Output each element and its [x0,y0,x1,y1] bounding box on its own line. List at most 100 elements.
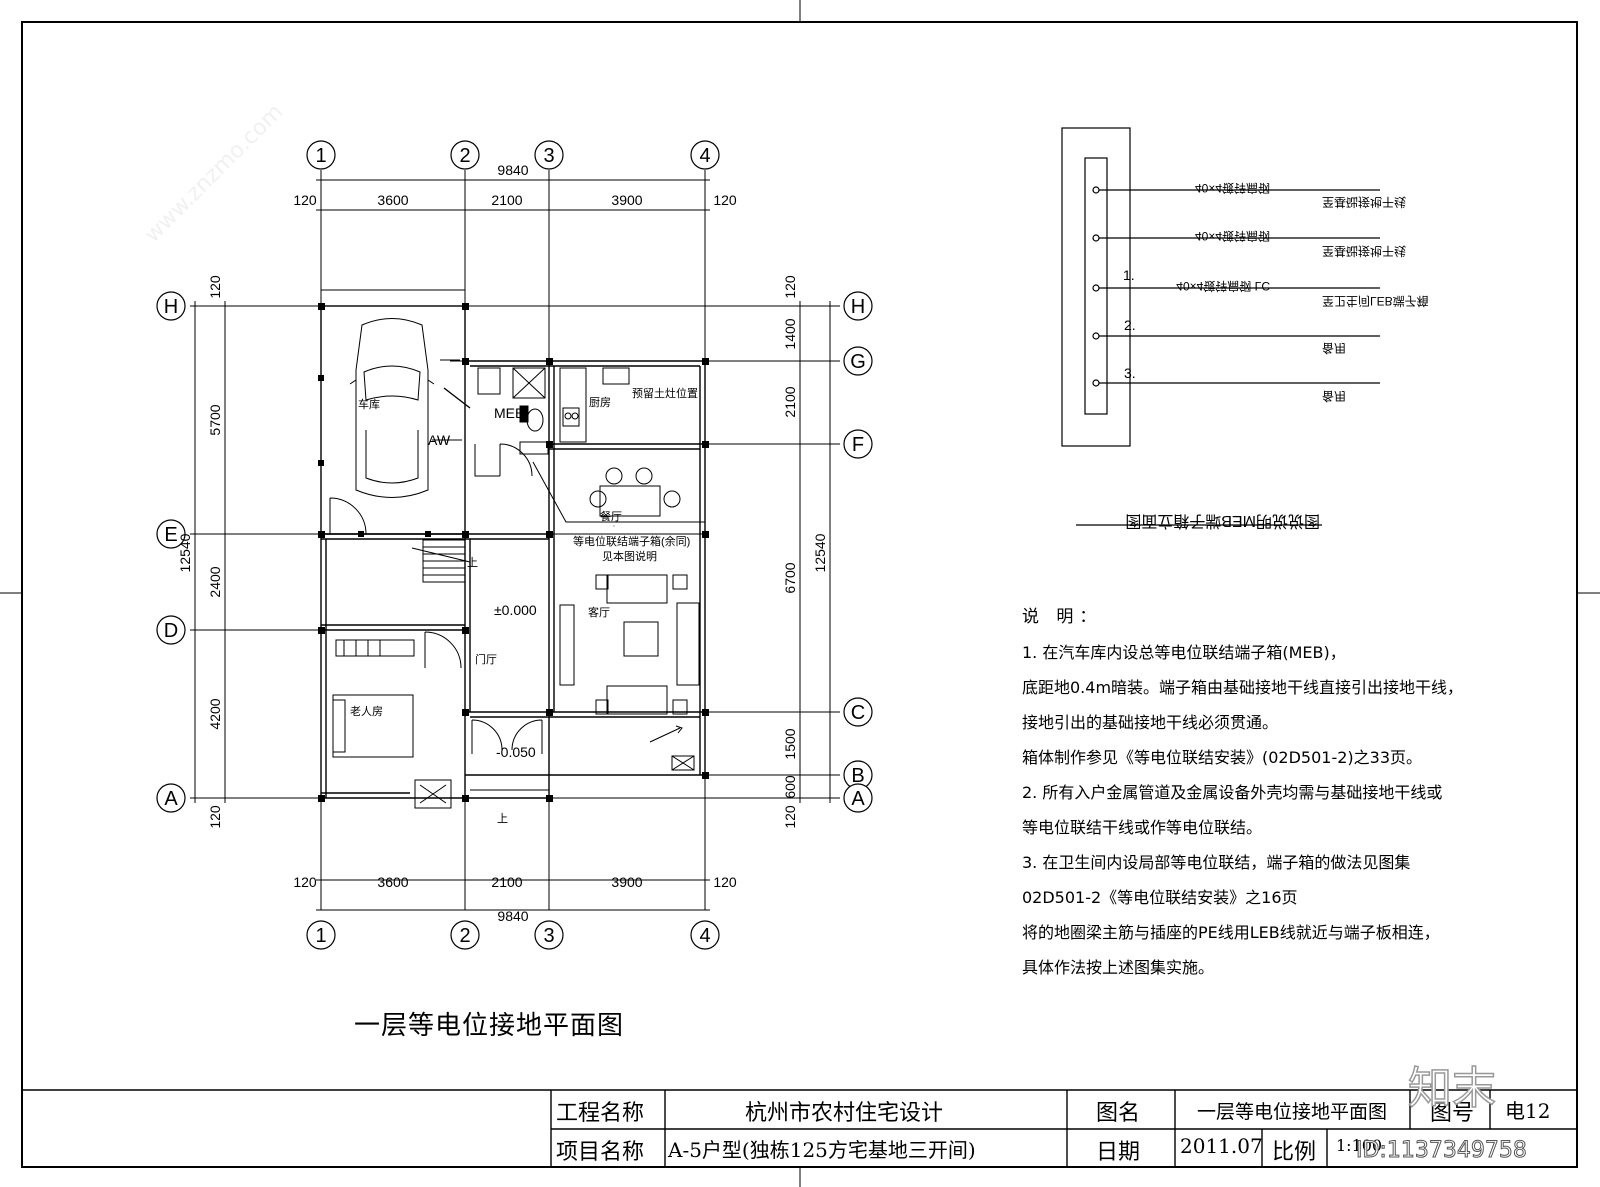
notes-line: 1. 在汽车库内设总等电位联结端子箱(MEB)， [1022,643,1346,662]
room-elder: 老人房 [350,705,383,718]
meb-dest-label-5: 备用 [1322,389,1346,403]
notes-line: 3. 在卫生间内设局部等电位联结，端子箱的做法见图集 [1022,853,1411,872]
title-block [22,1089,1577,1167]
grid-left-e: E [164,524,177,546]
grid-left-d: D [164,620,178,642]
tb-scale-value: 1:100 [1336,1136,1383,1155]
grid-right-h: H [851,296,865,318]
dim-bottom-4: 120 [713,874,737,890]
grid-top-2: 2 [459,145,470,167]
notes-line: 箱体制作参见《等电位联结安装》(02D501-2)之33页。 [1022,748,1423,767]
notes-line: 具体作法按上述图集实施。 [1022,958,1215,977]
car-symbol [349,318,435,498]
dim-left-2: 2400 [207,566,223,597]
tb-item-value: A-5户型(独栋125方宅基地三开间) [668,1138,976,1162]
meb-dest-label-2: 至基础接地干线 [1322,244,1406,259]
notes-line: 将的地圈梁主筋与插座的PE线用LEB线就近与端子板相连， [1022,923,1440,942]
watermark-id: ID:1137349758 [1356,1138,1528,1164]
dim-right-3: 6700 [782,562,798,593]
meb-bar-label-1: 40×4镀锌扁钢 [1195,181,1270,195]
grid-top-3: 3 [543,145,554,167]
grid-bottom-4: 4 [699,925,710,947]
label-level-main: ±0.000 [494,602,537,618]
grid-bottom-1: 1 [315,925,326,947]
dim-top-1: 3600 [377,192,408,208]
elder-room-furniture [332,631,462,758]
dim-bottom-3: 3900 [611,874,642,890]
tb-project-label: 工程名称 [556,1101,645,1126]
label-level-entry: -0.050 [496,744,536,760]
tb-item-label: 项目名称 [556,1140,645,1165]
grid-right-c: C [851,702,865,724]
dining-table [589,467,681,527]
meb-bar-label-3: 40×4镀锌扁钢 LC [1176,279,1270,293]
callout-line-1: 等电位联结端子箱(余同) [573,534,690,548]
dim-right-1: 1400 [782,318,798,349]
label-meb: MEB [494,405,524,421]
notes-line: 底距地0.4m暗装。端子箱由基础接地干线直接引出接地干线， [1022,678,1464,697]
bathroom-fixtures [474,367,549,477]
grid-right-a: A [851,788,865,810]
grid-left-h: H [164,296,178,318]
kitchen-fixtures [559,367,630,443]
grid-top-4: 4 [699,145,710,167]
grid-right-b: B [851,765,864,787]
room-living: 客厅 [588,605,610,619]
dim-left-total: 12540 [177,533,193,572]
dim-left-3: 4200 [207,698,223,729]
tb-project-value: 杭州市农村住宅设计 [745,1101,944,1126]
dim-right-0: 120 [782,275,798,299]
tb-scale-label: 比例 [1272,1140,1317,1165]
meb-dest-label-1: 至基础接地干线 [1322,195,1406,210]
dim-right-2: 2100 [782,386,798,417]
tb-drawing-value: 一层等电位接地平面图 [1197,1101,1388,1123]
dim-top-0: 120 [293,192,317,208]
notes-line: 02D501-2《等电位联结安装》之16页 [1022,888,1298,907]
dim-left-0: 120 [207,275,223,299]
room-garage: 车库 [358,397,380,411]
notes-line: 接地引出的基础接地干线必须贯通。 [1022,713,1279,732]
watermark-brand: 知末 [1407,1062,1497,1115]
meb-dest-label-4: 备用 [1322,341,1346,355]
dim-bottom-0: 120 [293,874,317,890]
plan-title: 一层等电位接地平面图 [354,1011,625,1041]
room-kitchen: 厨房 [589,396,611,409]
dim-bottom-2: 2100 [491,874,522,890]
tb-date-label: 日期 [1096,1140,1141,1165]
room-stove: 预留土灶位置 [632,386,698,400]
notes-block: 说 明： 1. 在汽车库内设总等电位联结端子箱(MEB)， 底距地0.4m暗装。… [1022,600,1542,985]
grid-right-f: F [852,434,864,456]
notes-line: 等电位联结干线或作等电位联结。 [1022,818,1263,837]
living-sofas [559,574,700,715]
grid-left-a: A [164,788,178,810]
tb-drawing-label: 图名 [1096,1101,1141,1126]
dim-right-6: 120 [782,805,798,829]
meb-bar-label-2: 40×4镀锌扁钢 [1195,229,1270,243]
dim-top-2: 2100 [491,192,522,208]
grid-bottom-2: 2 [459,925,470,947]
dim-left-1: 5700 [207,404,223,435]
meb-item-2: 2. [1124,317,1136,333]
grid-bubbles [156,140,873,950]
tb-number-value: 电12 [1505,1099,1551,1123]
dim-bottom-1: 3600 [377,874,408,890]
label-up-entry: 上 [497,812,508,825]
meb-dest-label-3: 至卫生间LEB端子箱 [1322,294,1429,309]
meb-item-1: 1. [1123,267,1135,283]
dim-top-4: 120 [713,192,737,208]
dim-right-4: 1500 [782,728,798,759]
dim-right-5: 600 [782,775,798,799]
meb-detail-title: 图说说明MEB端子箱立面图 [1125,512,1320,530]
grid-bottom-3: 3 [543,925,554,947]
callout-line-2: 见本图说明 [602,549,657,563]
notes-heading: 说 明： [1022,607,1103,627]
dim-top-total: 9840 [497,162,528,178]
room-foyer: 门厅 [475,652,497,666]
meb-detail [1061,127,1380,526]
notes-line: 2. 所有入户金属管道及金属设备外壳均需与基础接地干线或 [1022,783,1443,802]
grid-top-1: 1 [315,145,326,167]
grid-right-g: G [850,351,866,373]
label-up-stair: 上 [467,556,478,569]
dim-top-3: 3900 [611,192,642,208]
